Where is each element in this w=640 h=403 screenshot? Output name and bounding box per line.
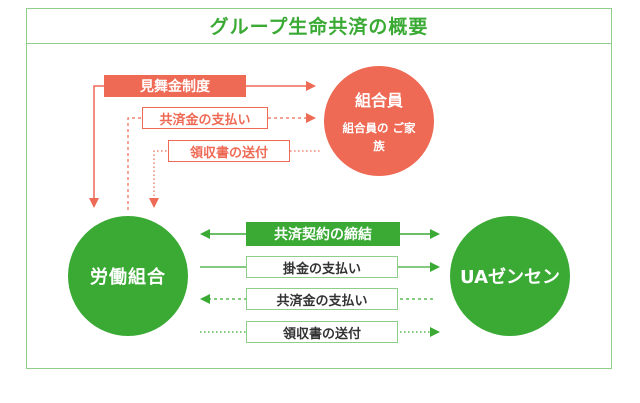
receipt-green-label: 領収書の送付	[246, 321, 398, 343]
kyosai-payment-green-label: 共済金の支払い	[246, 288, 398, 310]
member-family-label: 組合員の ご家族	[342, 121, 416, 153]
contract-label: 共済契約の締結	[246, 222, 400, 246]
diagram-frame	[26, 8, 612, 369]
union-node: 労働組合	[68, 216, 188, 336]
kyosai-payment-orange-label: 共済金の支払い	[142, 107, 268, 129]
mimai-label: 見舞金制度	[104, 75, 246, 97]
member-label: 組合員	[354, 91, 403, 110]
member-node: 組合員 組合員の ご家族	[324, 66, 434, 176]
receipt-orange-arrow	[149, 150, 322, 208]
diagram-title: グループ生命共済の概要	[26, 8, 612, 44]
premium-payment-label: 掛金の支払い	[246, 256, 398, 278]
kyosai-payment-orange-arrow	[127, 113, 316, 210]
receipt-orange-label: 領収書の送付	[168, 140, 290, 162]
uazensen-node: UAゼンセン	[450, 216, 570, 336]
